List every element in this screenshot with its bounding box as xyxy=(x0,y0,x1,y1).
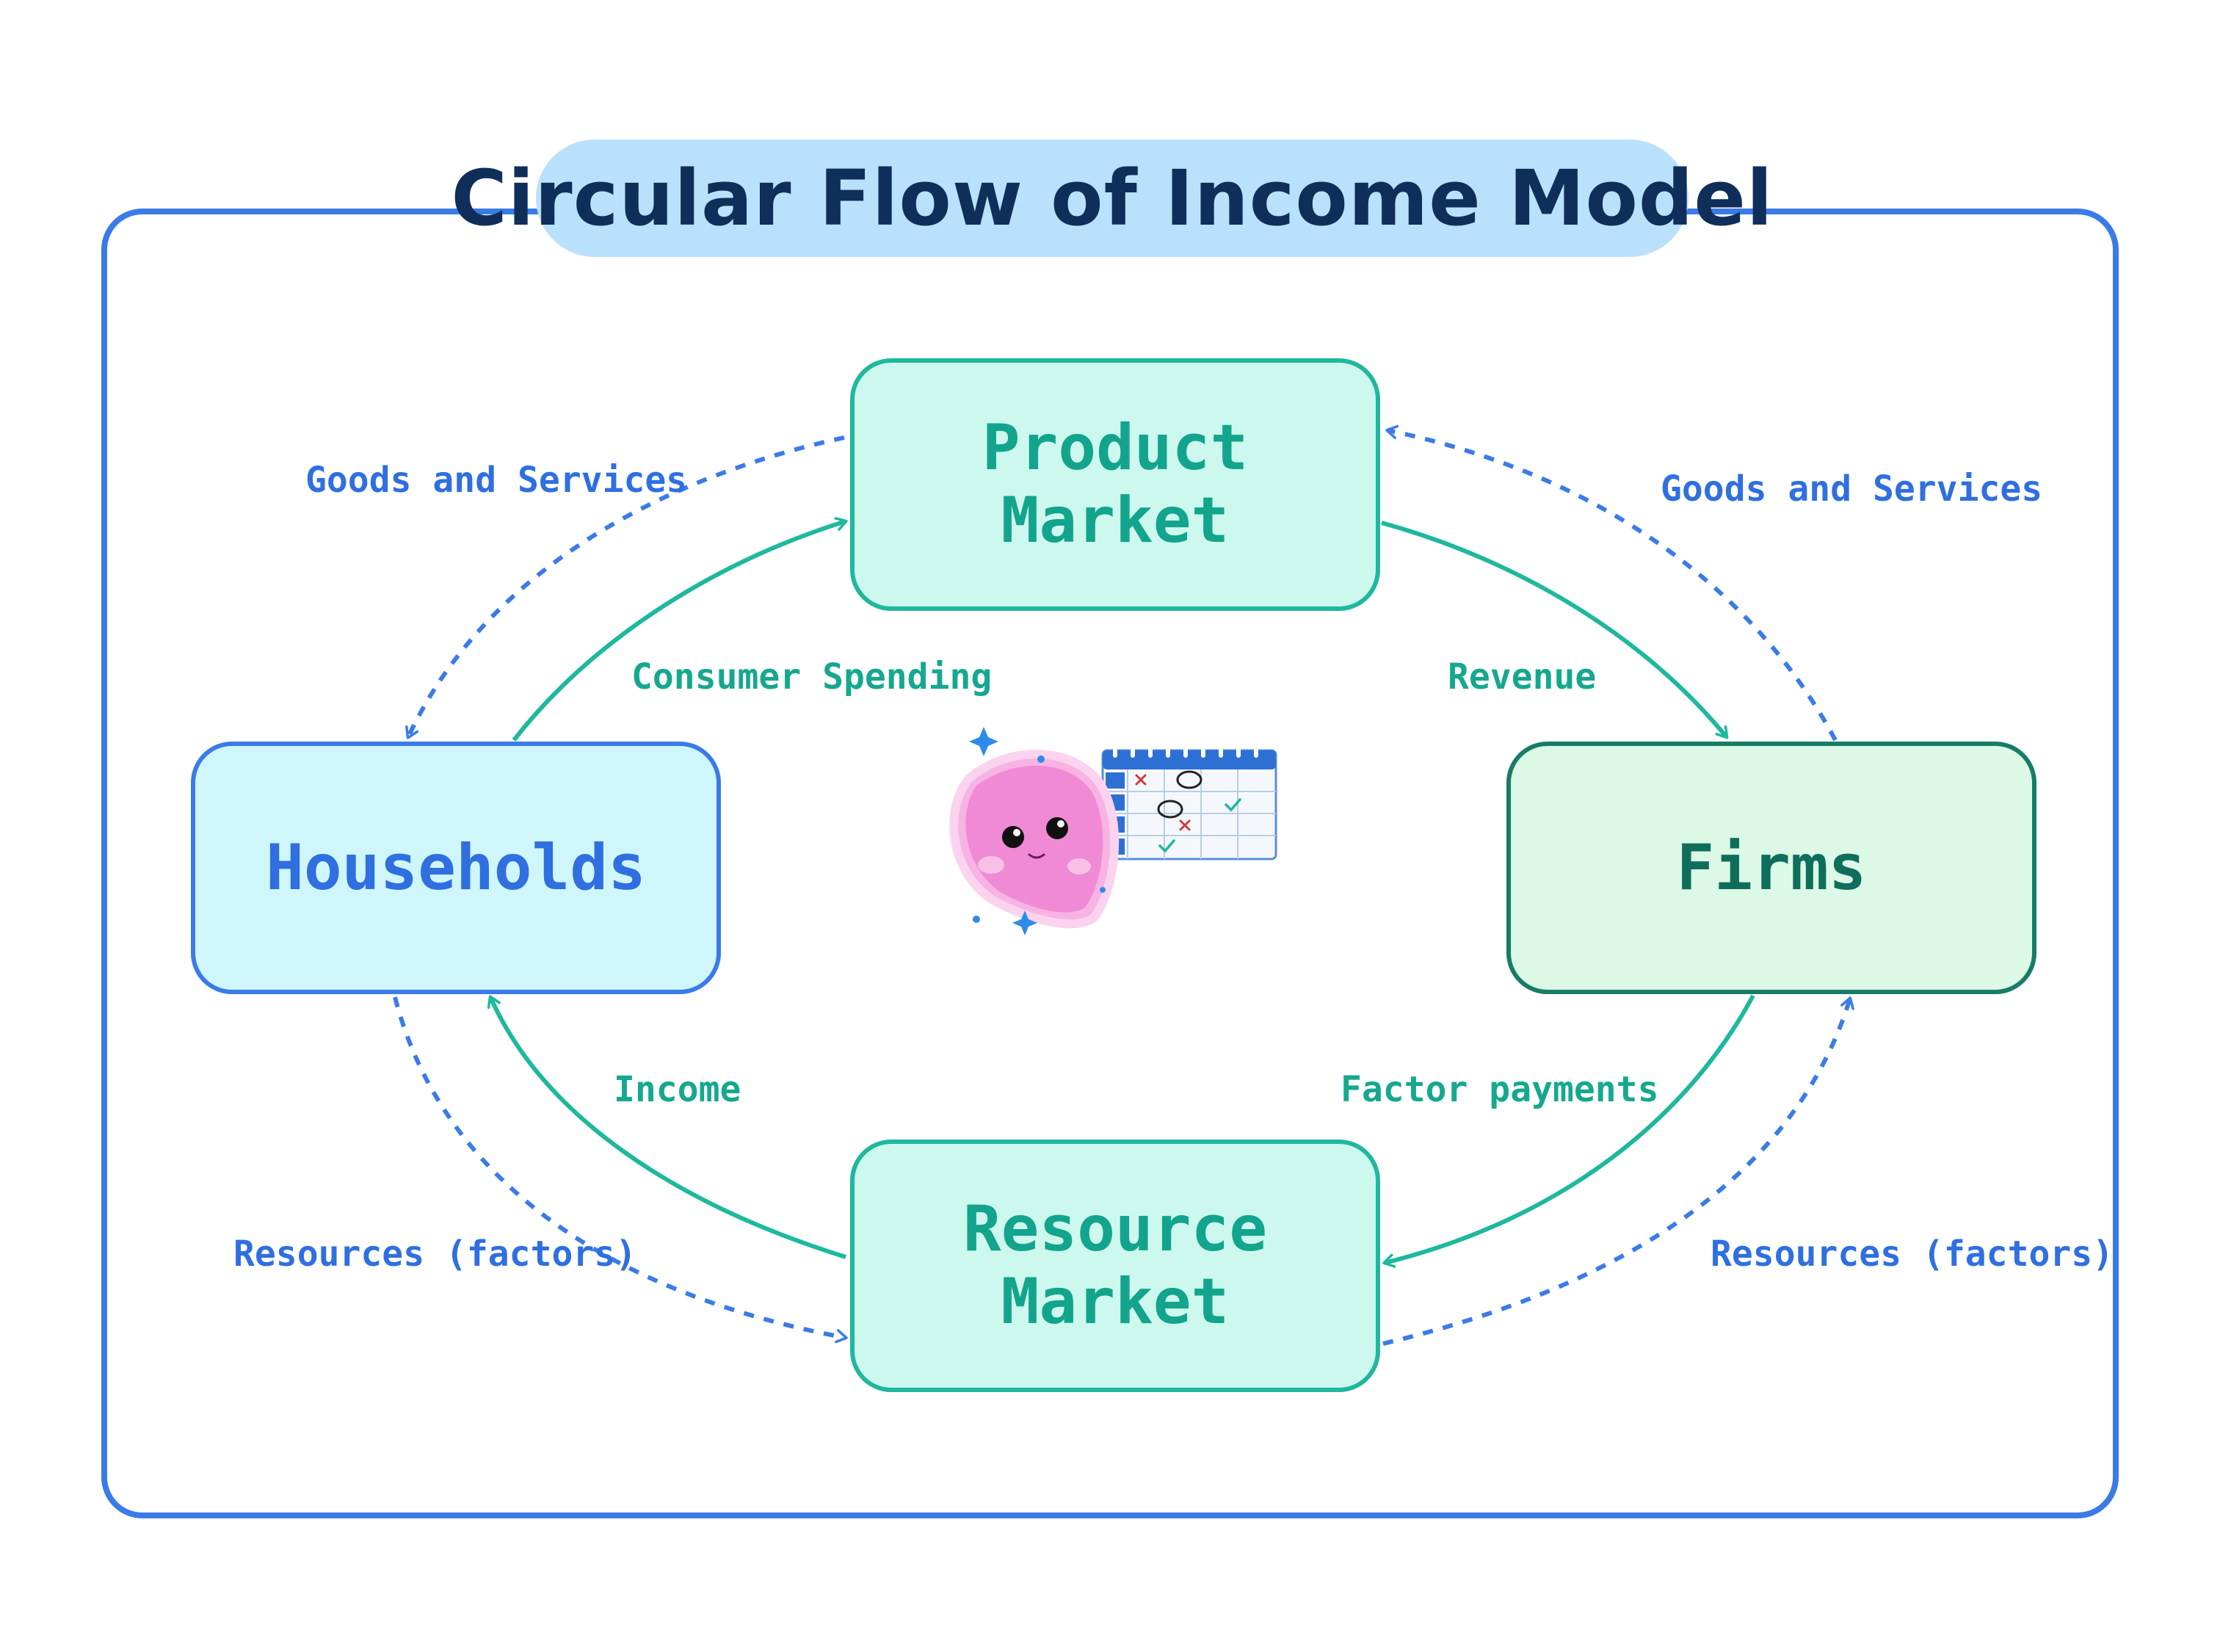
sparkle-icons xyxy=(969,727,1106,935)
page-title: Circular Flow of Income Model xyxy=(451,153,1774,243)
resource-market-label-line2: Market xyxy=(1001,1265,1230,1338)
factor-payments-arrow xyxy=(1382,994,1755,1268)
resources-right-arrow xyxy=(1382,996,1854,1346)
calendar-icon xyxy=(1101,745,1277,861)
goods-services-right-label: Goods and Services xyxy=(1661,468,2043,510)
title-highlight: Circular Flow of Income Model xyxy=(451,140,1773,257)
product-market-box: Product Market xyxy=(850,358,1380,611)
resource-market-box: Resource Market xyxy=(850,1140,1380,1392)
goods-right-arrow xyxy=(1385,424,1838,742)
factor-payments-label: Factor payments xyxy=(1341,1069,1659,1110)
consumer-spending-arrow xyxy=(512,517,848,742)
resource-market-label-line1: Resource xyxy=(962,1192,1268,1267)
goods-services-left-label: Goods and Services xyxy=(305,460,688,501)
income-label: Income xyxy=(614,1069,741,1110)
resources-left-arrow xyxy=(393,996,848,1344)
product-market-label-line2: Market xyxy=(1001,484,1230,557)
firms-label: Firms xyxy=(1676,830,1867,905)
households-box: Households xyxy=(191,742,721,994)
consumer-spending-label: Consumer Spending xyxy=(631,656,993,698)
pink-piggy-bank-mascot-icon xyxy=(949,750,1120,929)
firms-box: Firms xyxy=(1506,742,2036,994)
resources-factors-left-label: Resources (factors) xyxy=(233,1233,637,1275)
households-label: Households xyxy=(266,830,646,905)
revenue-arrow xyxy=(1381,521,1729,739)
revenue-label: Revenue xyxy=(1448,656,1597,698)
income-arrow xyxy=(487,995,846,1259)
product-market-label-line1: Product xyxy=(982,411,1249,485)
resources-factors-right-label: Resources (factors) xyxy=(1711,1233,2114,1275)
